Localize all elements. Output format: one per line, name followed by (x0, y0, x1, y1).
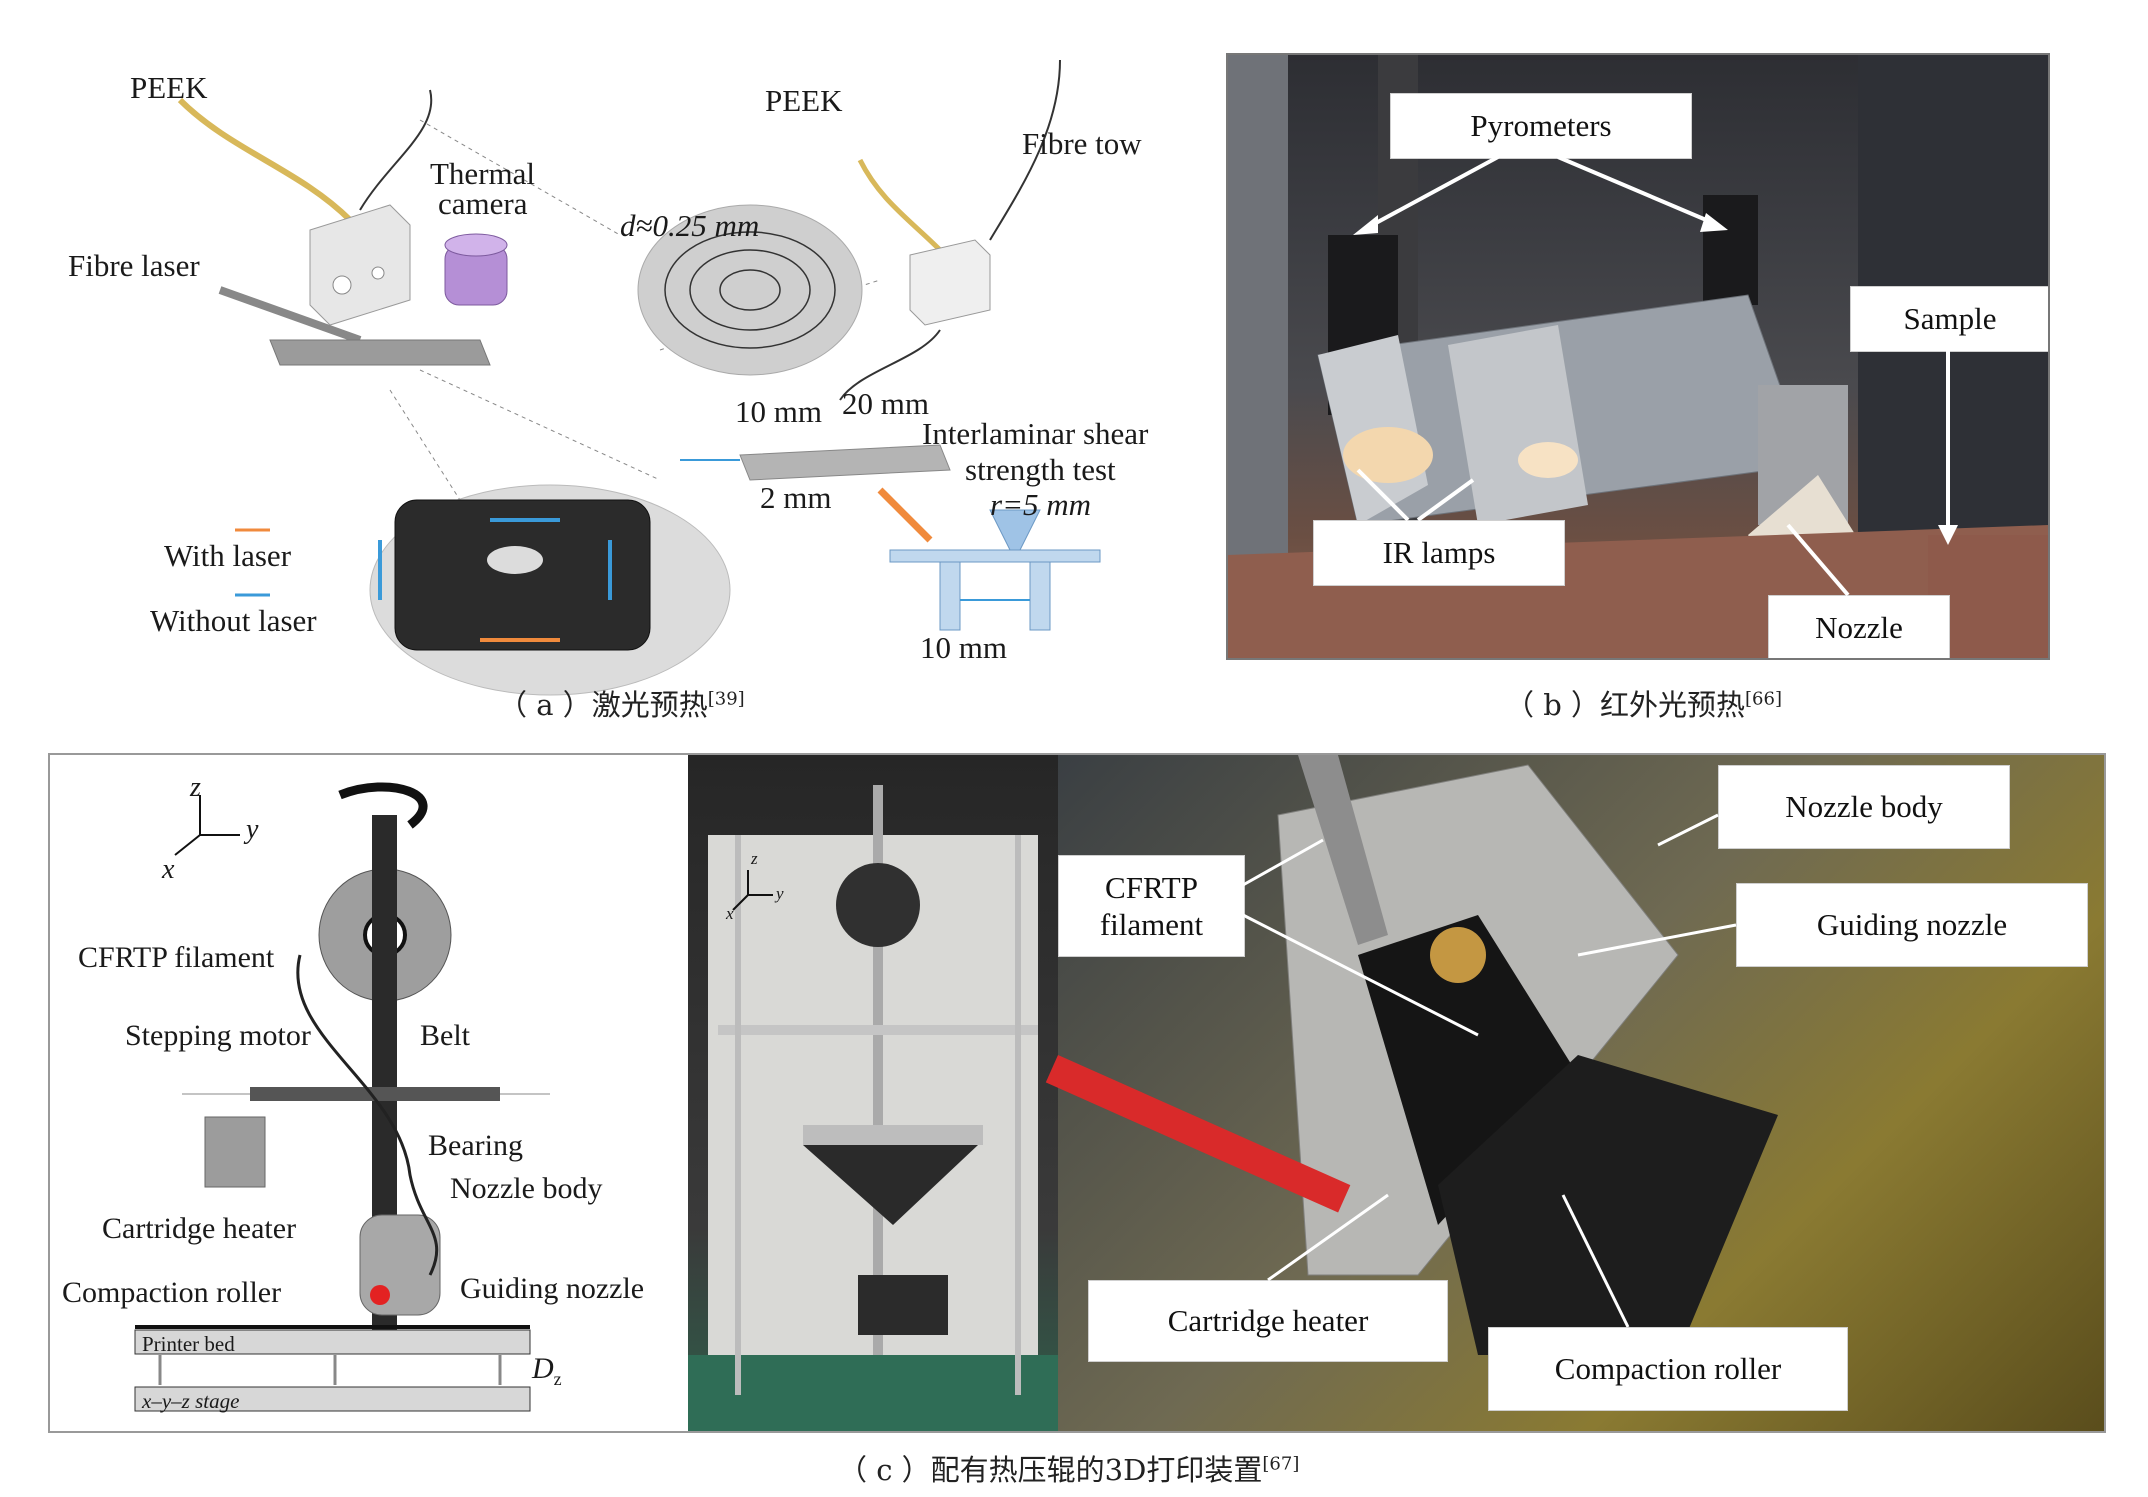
panel-c-printer-photo: z y x (688, 755, 1058, 1431)
diameter-label: d≈0.25 mm (620, 208, 760, 243)
photo-axis-z: z (751, 849, 758, 868)
schematic-axis-z: z (190, 772, 201, 803)
panel-c-schematic: z y x CFRTP filament Stepping motor Belt… (50, 755, 688, 1431)
schematic-compaction-roller: Compaction roller (62, 1276, 282, 1309)
closeup-arrows (1242, 813, 1737, 1328)
schematic-belt: Belt (420, 1019, 470, 1052)
dim-2mm: 2 mm (760, 480, 832, 515)
printer-photo-scene (688, 785, 1058, 1431)
schematic-axis-x: x (162, 854, 175, 885)
closeup-label-cfrtp-filament: CFRTP filament (1058, 855, 1245, 957)
dim-20mm: 20 mm (842, 386, 929, 421)
without-laser-label: Without laser (150, 603, 317, 638)
peek-right-label: PEEK (765, 83, 843, 118)
caption-a: （ a ）激光预热[39] (498, 682, 745, 724)
schematic-cartridge-heater: Cartridge heater (102, 1212, 297, 1245)
panel-c-schematic-drawing (134, 782, 550, 1412)
closeup-label-compaction-roller: Compaction roller (1488, 1327, 1848, 1411)
radius-label: r=5 mm (990, 487, 1092, 522)
dim-10mm-top: 10 mm (735, 394, 822, 429)
label-pyrometers: Pyrometers (1390, 93, 1692, 159)
schematic-stepping-motor: Stepping motor (125, 1019, 311, 1052)
caption-b: （ b ）红外光预热[66] (1505, 682, 1782, 724)
panel-c-closeup-photo: Nozzle body CFRTP filament Guiding nozzl… (1045, 755, 2104, 1431)
dz-sub: z (553, 1369, 562, 1389)
dz-main: D (532, 1352, 554, 1385)
caption-a-ref: [39] (707, 688, 745, 710)
label-sample: Sample (1850, 286, 2048, 352)
schematic-guiding-nozzle: Guiding nozzle (460, 1272, 645, 1305)
photo-axis-y: y (776, 884, 784, 903)
schematic-bearing: Bearing (428, 1129, 523, 1162)
schematic-nozzle-body: Nozzle body (450, 1172, 603, 1205)
schematic-cfrtp-filament: CFRTP filament (78, 941, 275, 974)
panel-a: PEEK Thermal camera Fibre laser d≈0.25 m… (60, 40, 1180, 696)
thermal-camera-label-1: Thermal (430, 156, 536, 191)
closeup-photo-scene (1045, 755, 1778, 1355)
caption-c: （ c ）配有热压辊的3D打印装置[67] (838, 1447, 1299, 1489)
panel-b-photo: Pyrometers Sample IR lamps Nozzle (1226, 53, 2050, 660)
thermal-camera-label-2: camera (438, 186, 528, 221)
closeup-cfrtp-line2: filament (1099, 907, 1204, 942)
fibre-laser-label: Fibre laser (68, 248, 200, 283)
schematic-dz-label: Dz (532, 1353, 562, 1389)
dim-10mm-bottom: 10 mm (920, 630, 1007, 665)
label-nozzle: Nozzle (1768, 595, 1950, 658)
schematic-axis-y: y (246, 814, 259, 845)
caption-c-ref: [67] (1262, 1453, 1300, 1475)
fibre-tow-label: Fibre tow (1022, 126, 1142, 161)
schematic-xyz-stage: x–y–z stage (142, 1389, 240, 1413)
panel-b-arrows (1353, 155, 1958, 597)
closeup-label-cartridge-heater: Cartridge heater (1088, 1280, 1448, 1362)
closeup-cfrtp-line1: CFRTP (1105, 869, 1198, 905)
photo-axis-x: x (726, 904, 734, 923)
caption-a-text: （ a ）激光预热 (498, 688, 708, 722)
caption-b-text: （ b ）红外光预热 (1505, 688, 1746, 722)
closeup-label-nozzle-body: Nozzle body (1718, 765, 2010, 849)
panel-a-illustration (177, 59, 1101, 696)
ilss-label-2: strength test (965, 452, 1116, 487)
peek-left-label: PEEK (130, 70, 208, 105)
with-laser-label: With laser (164, 538, 292, 573)
schematic-printer-bed: Printer bed (142, 1332, 235, 1356)
closeup-label-guiding-nozzle: Guiding nozzle (1736, 883, 2088, 967)
ilss-label-1: Interlaminar shear (922, 416, 1149, 451)
caption-b-ref: [66] (1745, 688, 1782, 710)
caption-c-text: （ c ）配有热压辊的3D打印装置 (838, 1453, 1263, 1487)
panel-c: z y x CFRTP filament Stepping motor Belt… (48, 753, 2106, 1433)
label-ir-lamps: IR lamps (1313, 520, 1565, 586)
